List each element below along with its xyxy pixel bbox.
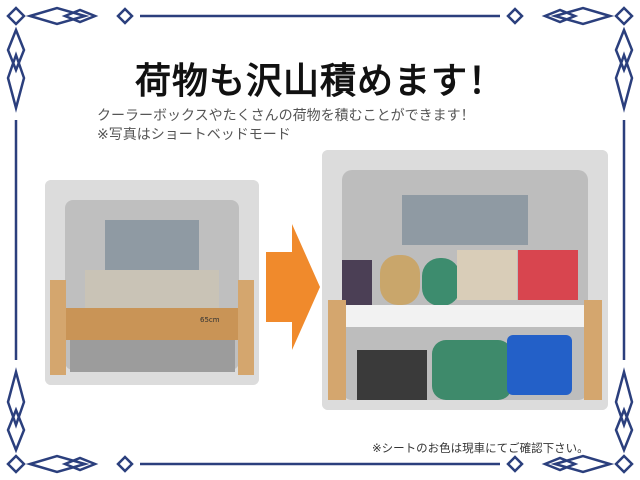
van-cargo-empty-photo: 65cm	[45, 180, 259, 385]
page-title: 荷物も沢山積めます！	[134, 61, 505, 102]
arrow-right-icon	[266, 224, 320, 350]
seat-color-note: ※シートのお色は現車にてご確認下さい。	[372, 441, 589, 455]
subtitle-line-2: ※写真はショートベッドモード	[97, 127, 291, 143]
dimension-label: 65cm	[200, 316, 220, 324]
van-cargo-loaded-photo	[322, 150, 608, 410]
subtitle-line-1: クーラーボックスやたくさんの荷物を積むことができます！	[97, 108, 475, 124]
